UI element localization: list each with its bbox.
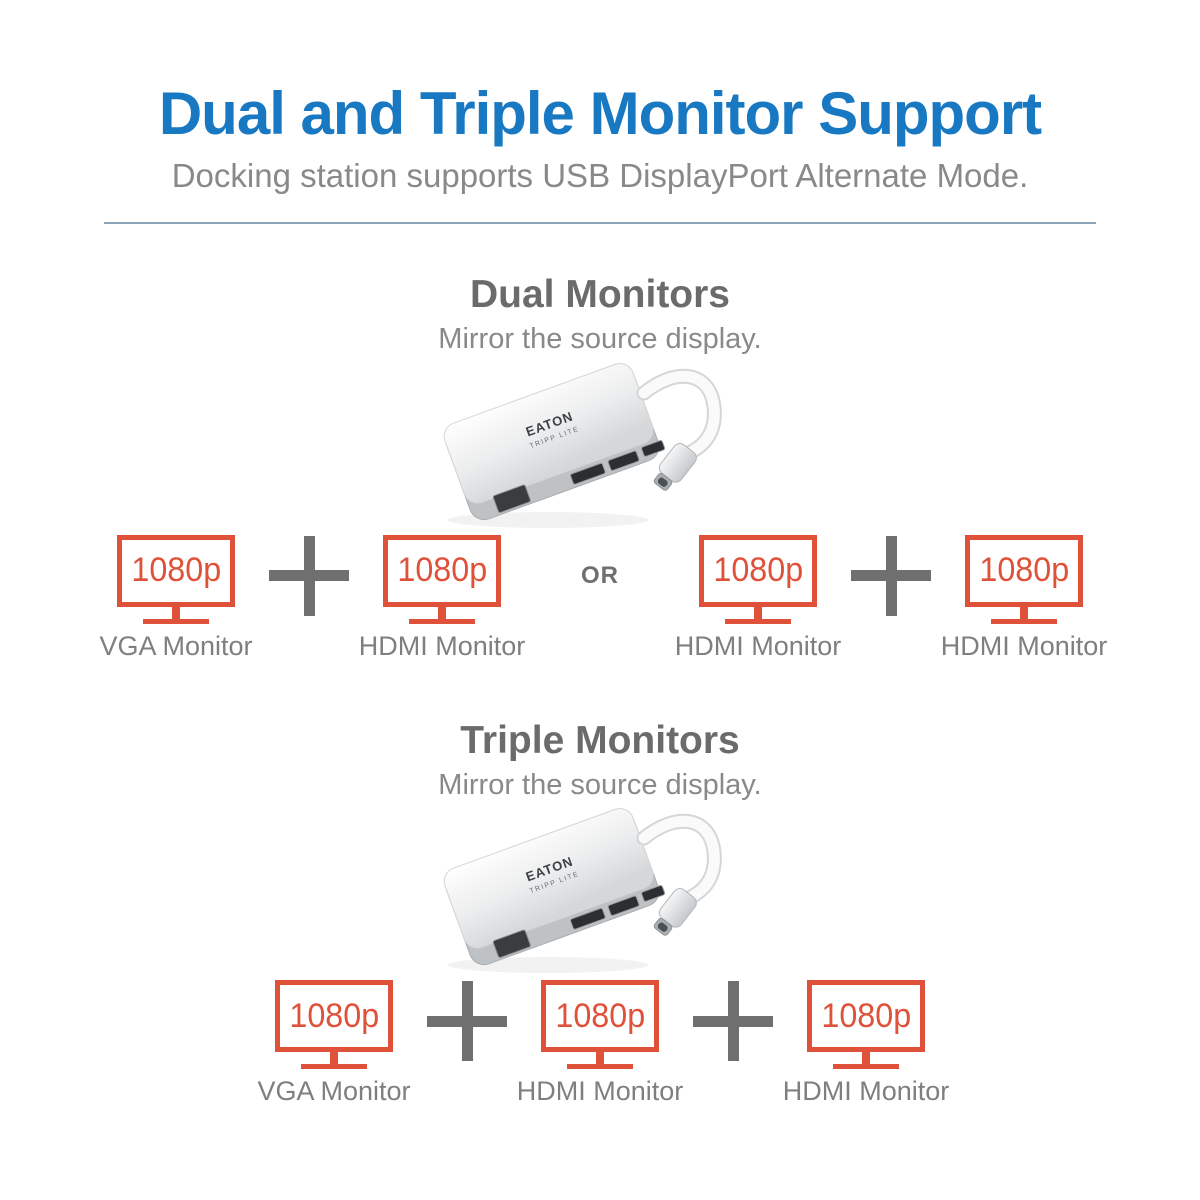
resolution-label: 1080p (555, 996, 645, 1035)
monitor-label: HDMI Monitor (674, 630, 842, 661)
usb-c-cable-highlight (638, 816, 720, 906)
plus-icon (269, 535, 349, 616)
section-triple-monitors: Triple Monitors Mirror the source displa… (0, 718, 1200, 1108)
monitor-screen: 1080p (383, 534, 501, 607)
monitor-base (143, 618, 209, 624)
page-title: Dual and Triple Monitor Support (158, 80, 1042, 147)
monitor-base (409, 618, 475, 624)
page-subtitle: Docking station supports USB DisplayPort… (171, 157, 1029, 194)
resolution-label: 1080p (289, 996, 379, 1035)
monitor-label: HDMI Monitor (940, 630, 1108, 661)
monitor-base (725, 618, 791, 624)
usb-ports (570, 439, 666, 485)
hdmi-monitor-icon: 1080p HDMI Monitor (515, 980, 685, 1107)
monitor-stand (330, 1052, 338, 1065)
plus-icon (427, 981, 507, 1062)
dock-body: EATON TRIPP LITE (443, 362, 666, 520)
monitor-label: HDMI Monitor (358, 630, 526, 661)
monitor-label: VGA Monitor (257, 1076, 411, 1107)
or-label: OR (581, 561, 619, 589)
docking-station-illustration: EATON TRIPP LITE (443, 808, 722, 974)
monitor-screen: 1080p (807, 980, 925, 1053)
monitor-row: 1080p VGA Monitor 1080p HDMI Monitor OR … (0, 534, 1200, 662)
hdmi-monitor-icon: 1080p HDMI Monitor (673, 534, 843, 662)
hdmi-monitor-icon: 1080p HDMI Monitor (357, 534, 527, 662)
usb-c-cable-highlight (638, 370, 720, 461)
monitor-screen: 1080p (699, 534, 817, 607)
monitor-stand (596, 1052, 604, 1065)
ethernet-port (492, 484, 531, 513)
section-dual-monitors: Dual Monitors Mirror the source display.… (0, 272, 1200, 662)
monitor-stand (438, 606, 446, 619)
vga-monitor-icon: 1080p VGA Monitor (249, 980, 419, 1107)
section-heading: Triple Monitors (460, 718, 740, 762)
section-heading: Dual Monitors (470, 272, 730, 316)
resolution-label: 1080p (131, 551, 221, 590)
hdmi-monitor-icon: 1080p HDMI Monitor (939, 534, 1109, 662)
resolution-label: 1080p (821, 996, 911, 1035)
monitor-screen: 1080p (541, 980, 659, 1053)
dock-body: EATON TRIPP LITE (443, 808, 666, 966)
monitor-label: HDMI Monitor (782, 1076, 950, 1107)
monitor-label: VGA Monitor (99, 630, 253, 661)
monitor-base (301, 1064, 367, 1070)
monitor-base (567, 1064, 633, 1070)
resolution-label: 1080p (979, 551, 1069, 590)
monitor-screen: 1080p (965, 534, 1083, 607)
resolution-label: 1080p (713, 551, 803, 590)
usb-c-connector (653, 442, 697, 491)
vga-monitor-icon: 1080p VGA Monitor (91, 534, 261, 662)
monitor-base (833, 1064, 899, 1070)
section-subheading: Mirror the source display. (438, 768, 762, 801)
plus-icon (851, 535, 931, 616)
hdmi-monitor-icon: 1080p HDMI Monitor (781, 980, 951, 1107)
plus-icon (693, 981, 773, 1062)
divider (104, 221, 1096, 224)
monitor-stand (172, 606, 180, 619)
ethernet-port (492, 929, 531, 959)
monitor-screen: 1080p (117, 534, 235, 607)
section-subheading: Mirror the source display. (438, 322, 762, 355)
monitor-label: HDMI Monitor (516, 1076, 684, 1107)
monitor-stand (1020, 606, 1028, 619)
monitor-stand (862, 1052, 870, 1065)
monitor-stand (754, 606, 762, 619)
resolution-label: 1080p (397, 551, 487, 590)
usb-ports (570, 885, 666, 931)
monitor-screen: 1080p (275, 980, 393, 1053)
usb-c-connector (653, 888, 697, 937)
monitor-row: 1080p VGA Monitor 1080p HDMI Monitor 108… (0, 980, 1200, 1107)
monitor-base (991, 618, 1057, 624)
docking-station-illustration: EATON TRIPP LITE (443, 362, 722, 528)
